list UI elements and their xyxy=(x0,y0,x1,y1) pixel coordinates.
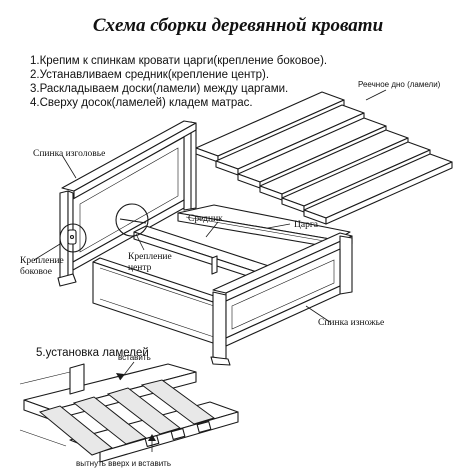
center-mount-marker xyxy=(115,203,149,237)
label-slats: Реечное дно (ламели) xyxy=(358,80,441,89)
step-1: 1.Крепим к спинкам кровати царги(креплен… xyxy=(30,55,327,67)
step-4: 4.Сверху досок(ламелей) кладем матрас. xyxy=(30,97,253,109)
footboard xyxy=(210,232,353,366)
front-side-rail xyxy=(92,257,227,346)
label-center-beam: Средник xyxy=(188,214,223,224)
headboard xyxy=(57,120,197,287)
side-mount-marker xyxy=(59,223,87,253)
step-2: 2.Устанавливаем средник(крепление центр)… xyxy=(30,69,269,81)
step-3: 3.Раскладываем доски(ламели) между царга… xyxy=(30,83,288,95)
slats-group xyxy=(195,91,453,225)
rear-side-rail xyxy=(177,204,351,249)
label-center-mount-1: Крепление xyxy=(128,252,172,262)
inset-title: 5.установка ламелей xyxy=(36,347,149,359)
diagram-title: Схема сборки деревянной кровати xyxy=(93,15,383,36)
inset-pull-insert-label: вытнуть вверх и вставить xyxy=(76,459,171,468)
label-side-mount-1: Крепление xyxy=(20,256,64,266)
label-center-mount-2: центр xyxy=(128,263,152,273)
label-side-mount-2: боковое xyxy=(20,266,52,277)
label-headboard: Спинка изголовье xyxy=(33,149,105,159)
label-side-rail: Царга xyxy=(294,220,319,230)
inset-drawing xyxy=(19,363,239,463)
label-footboard: Спинка изножье xyxy=(318,318,384,328)
slat-edge-6 xyxy=(325,161,453,225)
inset-insert-label: вставить xyxy=(118,353,151,362)
